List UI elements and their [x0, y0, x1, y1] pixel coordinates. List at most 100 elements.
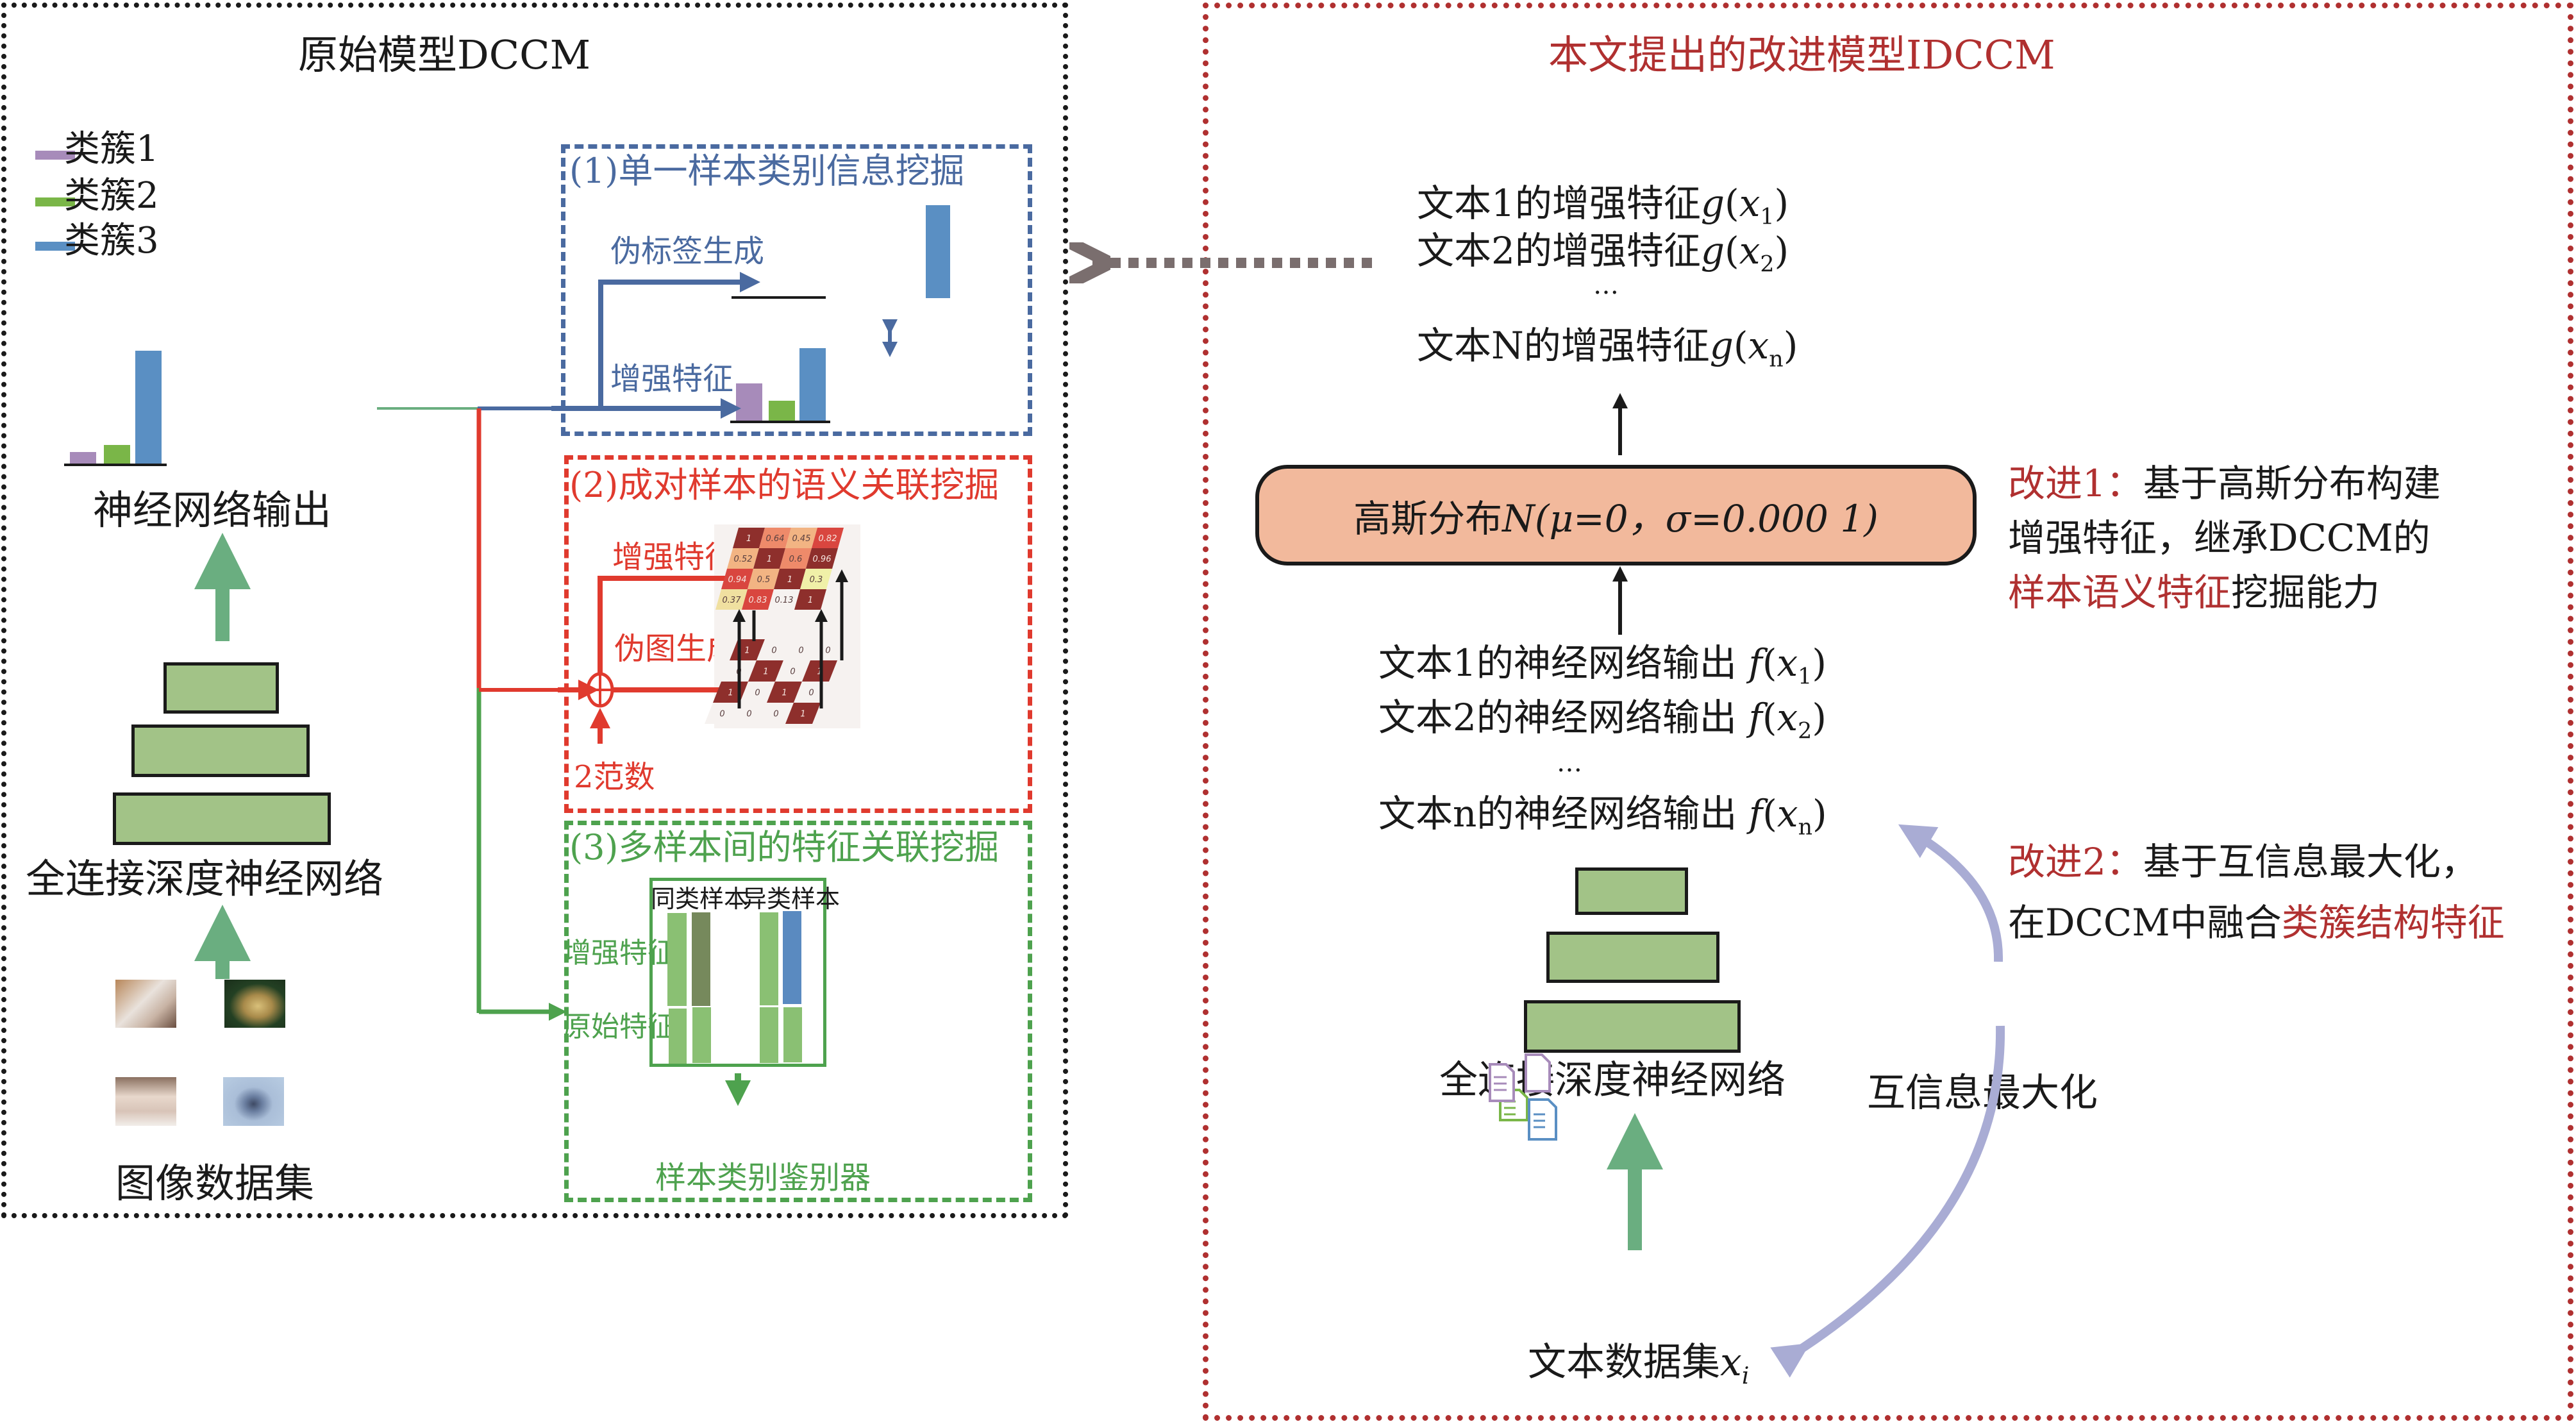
- improvement1-tag: 改进1：: [2008, 462, 2143, 505]
- matrix-cell-value: 0.96: [813, 555, 832, 564]
- right-nn-layer-bottom: [1524, 1000, 1741, 1053]
- nn-layer-middle: [131, 725, 310, 777]
- cat-image-2: [115, 1077, 176, 1126]
- module1-title: (1)单一样本类别信息挖掘: [569, 151, 965, 191]
- matrix-cell: [775, 660, 810, 682]
- matrix-cell: [757, 639, 792, 660]
- matrix-cell: [800, 569, 832, 589]
- arrow-pseudo-label: [598, 272, 760, 408]
- matrix-cell-value: 1: [787, 575, 792, 585]
- matrix-cell-value: 0.13: [775, 596, 794, 605]
- matrix-cell: [783, 639, 819, 660]
- matrix-cell-value: 1: [728, 689, 733, 698]
- matrix-cell: [810, 639, 846, 660]
- module1-enhanced-feature: 增强特征: [610, 361, 734, 397]
- matrix-cell-value: 0: [773, 710, 778, 719]
- bird-image: [224, 980, 285, 1028]
- matrix-cell: [748, 569, 780, 589]
- nn-output-line-n: 文本n的神经网络输出 f(xn): [1378, 792, 1827, 841]
- same-enhanced-bar-b: [692, 912, 710, 1006]
- matrix-cell: [748, 660, 783, 682]
- matrix-cell: [742, 589, 774, 610]
- improved-model-title: 本文提出的改进模型IDCCM: [1548, 31, 2055, 78]
- nn-output-label: 神经网络输出: [93, 487, 332, 533]
- matrix-cell: [727, 548, 759, 569]
- improvement2-line2: 在DCCM中融合类簇结构特征: [2008, 901, 2505, 944]
- matrix-cell: [705, 703, 740, 724]
- matrix-cell-value: 0.3: [810, 575, 823, 585]
- module2-title: (2)成对样本的语义关联挖掘: [569, 465, 999, 505]
- matrix-cell: [753, 548, 785, 569]
- module3-title: (3)多样本间的特征关联挖掘: [569, 827, 999, 867]
- improved-model-panel: [1203, 3, 2573, 1421]
- matrix-cell: [733, 528, 765, 548]
- legend-swatch-cluster3: [35, 242, 75, 251]
- module2-norm-label: 2范数: [574, 759, 655, 795]
- improvement1-line2: 增强特征，继承DCCM的: [2008, 516, 2430, 560]
- nn-output-baseline: [64, 464, 167, 466]
- pseudo-label-baseline: [732, 296, 826, 299]
- legend-label-cluster3: 类簇3: [64, 220, 159, 262]
- matrix-cell-value: 1: [746, 534, 751, 544]
- matrix-cell-value: 0.94: [728, 575, 747, 585]
- matrix-cell-value: 0.5: [757, 575, 771, 585]
- legend-label-cluster2: 类簇2: [64, 175, 159, 217]
- matrix-cell: [812, 528, 844, 548]
- nn-output-line-1: 文本1的神经网络输出 f(x1): [1378, 641, 1827, 690]
- nn-layer-bottom: [113, 792, 331, 845]
- text-dataset-label: 文本数据集xi: [1528, 1340, 1750, 1389]
- module3-original-feature: 原始特征: [563, 1010, 676, 1043]
- enhanced-bar-cluster2: [769, 401, 795, 421]
- matrix-cell-value: 1: [744, 646, 749, 656]
- matrix-cell: [721, 569, 753, 589]
- legend-label-cluster1: 类簇1: [64, 128, 159, 170]
- matrix-cell: [759, 528, 791, 548]
- matrix-cell: [785, 528, 817, 548]
- matrix-cell-value: 0: [825, 646, 830, 656]
- matrix-cell-value: 1: [782, 689, 787, 698]
- diff-original-bar-a: [760, 1007, 778, 1063]
- same-enhanced-bar-a: [667, 913, 687, 1006]
- mi-arc-upper: [1898, 824, 2003, 962]
- diff-class-label: 异类样本: [742, 885, 841, 913]
- nn-output-bar-cluster1: [70, 452, 96, 464]
- matrix-cell-value: 0: [771, 646, 776, 656]
- module1-box: [561, 144, 1032, 436]
- legend-swatch-cluster1: [35, 151, 75, 160]
- matrix-cell-value: 0: [808, 689, 814, 698]
- nn-output-line-2: 文本2的神经网络输出 f(x2): [1378, 696, 1827, 744]
- right-nn-layer-top: [1575, 867, 1688, 915]
- mutual-info-label: 互信息最大化: [1867, 1071, 2098, 1116]
- matrix-cell-value: 1: [800, 710, 805, 719]
- improvement2-tag: 改进2：: [2008, 840, 2143, 884]
- enhanced-feature-line-1: 文本1的增强特征g(x1): [1417, 181, 1789, 230]
- cat-image: [115, 980, 176, 1028]
- feature-compare-box: [649, 878, 826, 1067]
- module1-pseudo-label: 伪标签生成: [610, 233, 765, 269]
- image-dataset-label: 图像数据集: [115, 1160, 315, 1207]
- matrix-cell: [806, 548, 838, 569]
- enhanced-bar-cluster3: [799, 348, 826, 421]
- matrix-cell: [785, 703, 821, 724]
- matrix-cell-value: 1: [808, 596, 813, 605]
- matrix-cell-value: 0.64: [766, 534, 785, 544]
- matrix-cell: [768, 589, 800, 610]
- gaussian-formula: N(μ=0，σ=0.000 1): [1502, 496, 1878, 540]
- enhanced-baseline: [730, 421, 830, 423]
- same-original-bar-b: [692, 1007, 711, 1063]
- module3-enhanced-feature: 增强特征: [563, 937, 676, 969]
- graph-link-arrows: [733, 569, 848, 708]
- matrix-cell: [794, 589, 826, 610]
- same-class-label: 同类样本: [651, 885, 749, 913]
- airplane-image: [223, 1077, 284, 1126]
- matrix-cell: [767, 682, 802, 703]
- nn-output-bar-cluster2: [104, 445, 130, 464]
- improvement1-line3: 样本语义特征挖掘能力: [2008, 571, 2380, 614]
- diff-enhanced-bar-b: [783, 911, 801, 1004]
- matrix-cell: [740, 682, 775, 703]
- enhanced-feature-line-n: 文本N的增强特征g(xn): [1417, 324, 1798, 373]
- matrix-cell-value: 0.45: [792, 534, 811, 544]
